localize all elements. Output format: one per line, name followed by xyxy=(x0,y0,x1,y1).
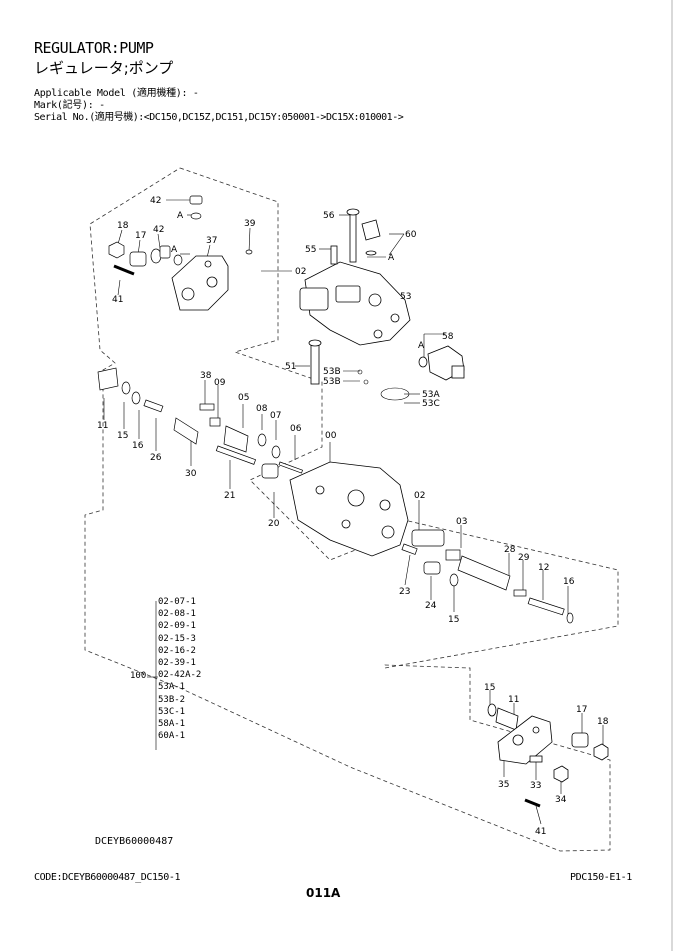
callout: A xyxy=(171,245,178,255)
callout: 17 xyxy=(135,231,146,241)
callout: 53 xyxy=(400,292,411,302)
kit-item: 53B-2 xyxy=(158,694,186,705)
callout: 05 xyxy=(238,393,249,403)
callout: 60 xyxy=(405,230,417,240)
page-border xyxy=(671,0,673,951)
callout: 53B xyxy=(323,367,341,377)
callout: 35 xyxy=(498,780,509,790)
kit-item: 53C-1 xyxy=(158,706,186,717)
callout: 38 xyxy=(200,371,212,381)
callout: 28 xyxy=(504,545,516,555)
callout: 12 xyxy=(538,563,549,573)
callout: 11 xyxy=(97,421,108,431)
callout: 53A xyxy=(422,390,440,400)
callout: 09 xyxy=(214,378,226,388)
callout: 15 xyxy=(448,615,459,625)
callout: 34 xyxy=(555,795,567,805)
bolt-51 xyxy=(308,339,322,385)
callout: 15 xyxy=(117,431,128,441)
kit-item: 02-16-2 xyxy=(158,645,196,656)
callout: 26 xyxy=(150,453,162,463)
callout: 55 xyxy=(305,245,316,255)
callout: 23 xyxy=(399,587,410,597)
spool-parts-right xyxy=(401,529,574,624)
callout: 29 xyxy=(518,553,530,563)
kit-item: 02-08-1 xyxy=(158,609,196,620)
callout: 51 xyxy=(285,362,296,372)
footer-reference: PDC150-E1-1 xyxy=(570,872,632,883)
callout: A xyxy=(388,253,395,263)
kit-item: 02-15-3 xyxy=(158,633,196,644)
callout: 42 xyxy=(150,196,161,206)
callout: 17 xyxy=(576,705,587,715)
page-number: 011A xyxy=(306,886,341,900)
kit-item: 58A-1 xyxy=(158,719,186,730)
kit-item: 02-09-1 xyxy=(158,621,196,632)
callout: 33 xyxy=(530,781,541,791)
mark-label: Mark(記号): - xyxy=(34,100,105,111)
callout: 56 xyxy=(323,211,335,221)
callout: 41 xyxy=(112,295,123,305)
solenoid-valve-53 xyxy=(299,208,411,346)
kit-item: 02-42A-2 xyxy=(158,670,202,681)
callout: 58 xyxy=(442,332,454,342)
callout: 30 xyxy=(185,469,197,479)
kit-item: 02-07-1 xyxy=(158,597,196,607)
kit-number: 100 xyxy=(130,671,147,681)
callout: 39 xyxy=(244,219,256,229)
callout-labels: 42 A 18 17 42 A 39 37 02 41 56 55 60 A 5… xyxy=(97,196,609,837)
callout: 02 xyxy=(295,267,306,277)
adjuster-parts-lower xyxy=(487,703,609,808)
seal-kit-list: 02-07-1 02-08-1 02-09-1 02-15-3 02-16-2 … xyxy=(158,596,201,742)
assembly-boundary xyxy=(84,167,619,852)
callout: 08 xyxy=(256,404,268,414)
callout: A xyxy=(418,341,425,351)
footer-code: CODE:DCEYB60000487_DC150-1 xyxy=(34,872,181,883)
pressure-sensor-58 xyxy=(418,345,465,381)
page-title: REGULATOR:PUMP xyxy=(34,39,154,57)
spool-parts-left xyxy=(97,367,304,479)
callout: 41 xyxy=(535,827,546,837)
applicable-model: Applicable Model (適用機種): - xyxy=(34,88,199,99)
document-id: DCEYB60000487 xyxy=(95,836,174,847)
callout: 20 xyxy=(268,519,280,529)
kit-item: 60A-1 xyxy=(158,731,186,742)
callout: 37 xyxy=(206,236,217,246)
kit-item: 53A-1 xyxy=(158,682,186,693)
callout: 06 xyxy=(290,424,302,434)
callout: 16 xyxy=(563,577,575,587)
page-title-japanese: レギュレータ;ポンプ xyxy=(34,59,174,77)
callout: 53C xyxy=(422,399,440,409)
callout: 18 xyxy=(117,221,129,231)
callout: 16 xyxy=(132,441,144,451)
regulator-body-00 xyxy=(289,461,409,557)
callout: 07 xyxy=(270,411,281,421)
callout: 21 xyxy=(224,491,235,501)
callout: 42 xyxy=(153,225,164,235)
callout: 00 xyxy=(325,431,337,441)
callout: 18 xyxy=(597,717,609,727)
leader-lines xyxy=(103,199,604,825)
callout: A xyxy=(177,211,184,221)
callout: 11 xyxy=(508,695,519,705)
adjuster-parts-upper xyxy=(108,195,253,276)
callout: 03 xyxy=(456,517,467,527)
bracket-37 xyxy=(171,255,229,311)
callout: 53B xyxy=(323,377,341,387)
seals-53 xyxy=(357,369,410,401)
serial-number: Serial No.(適用号機):<DC150,DC15Z,DC151,DC15… xyxy=(34,112,404,123)
kit-item: 02-39-1 xyxy=(158,658,196,669)
callout: 02 xyxy=(414,491,425,501)
callout: 24 xyxy=(425,601,437,611)
callout: 15 xyxy=(484,683,495,693)
